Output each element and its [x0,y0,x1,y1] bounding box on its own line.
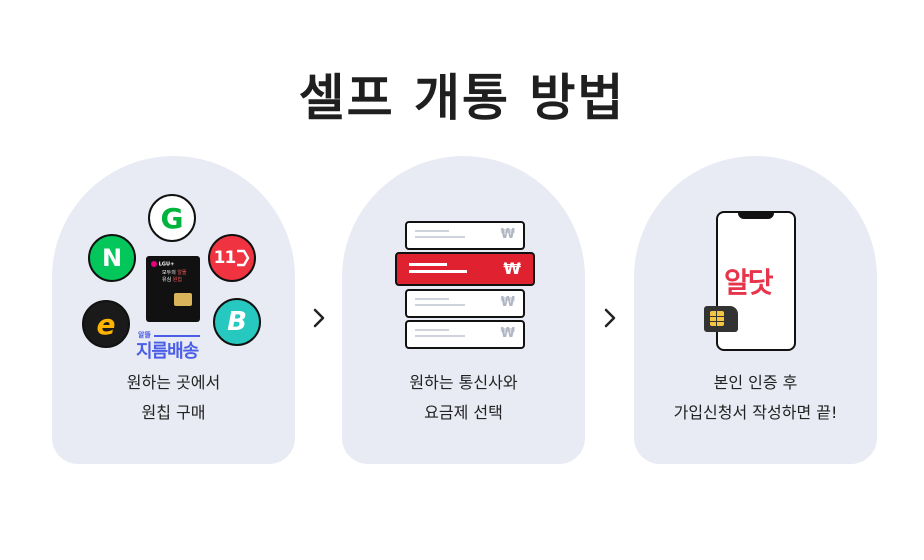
app-logo: 알닷 [724,261,772,301]
delivery-logo: 알뜰 지름배송 [136,330,216,360]
bunjang-logo: B [213,298,261,346]
plan-option[interactable]: ₩ [405,289,525,318]
11st-logo: 11 [208,234,256,282]
step-caption: 원하는 곳에서 원칩 구매 [52,368,295,428]
plan-option-selected[interactable]: ₩ [395,252,535,286]
step-card-apply: 알닷 본인 인증 후 가입신청서 작성하면 끝! [634,156,877,464]
step-caption: 본인 인증 후 가입신청서 작성하면 끝! [634,368,877,428]
plan-option[interactable]: ₩ [405,221,525,250]
phone-notch [738,211,774,219]
page-title: 셀프 개통 방법 [0,58,924,130]
chevron-right-icon [312,306,328,330]
sim-package: LGU+ 모두의 알뜰 유심 원칩 [146,256,200,322]
step-card-plan: ₩ ₩ ₩ ₩ 원하는 통신사와 요금제 선택 [342,156,585,464]
emart-logo: e [82,300,130,348]
sim-chip-icon [704,306,738,332]
gmarket-logo: G [148,194,196,242]
chevron-right-icon [603,306,619,330]
sim-chip-icon [174,293,192,306]
naver-logo: N [88,234,136,282]
sim-brand: LGU+ [159,262,175,268]
plan-option[interactable]: ₩ [405,320,525,349]
11st-arrow-icon [236,249,250,267]
step-caption: 원하는 통신사와 요금제 선택 [342,368,585,428]
step-card-purchase: G N 11 e B LGU+ 모두의 알뜰 유심 원칩 알뜰 지름배송 원하는… [52,156,295,464]
